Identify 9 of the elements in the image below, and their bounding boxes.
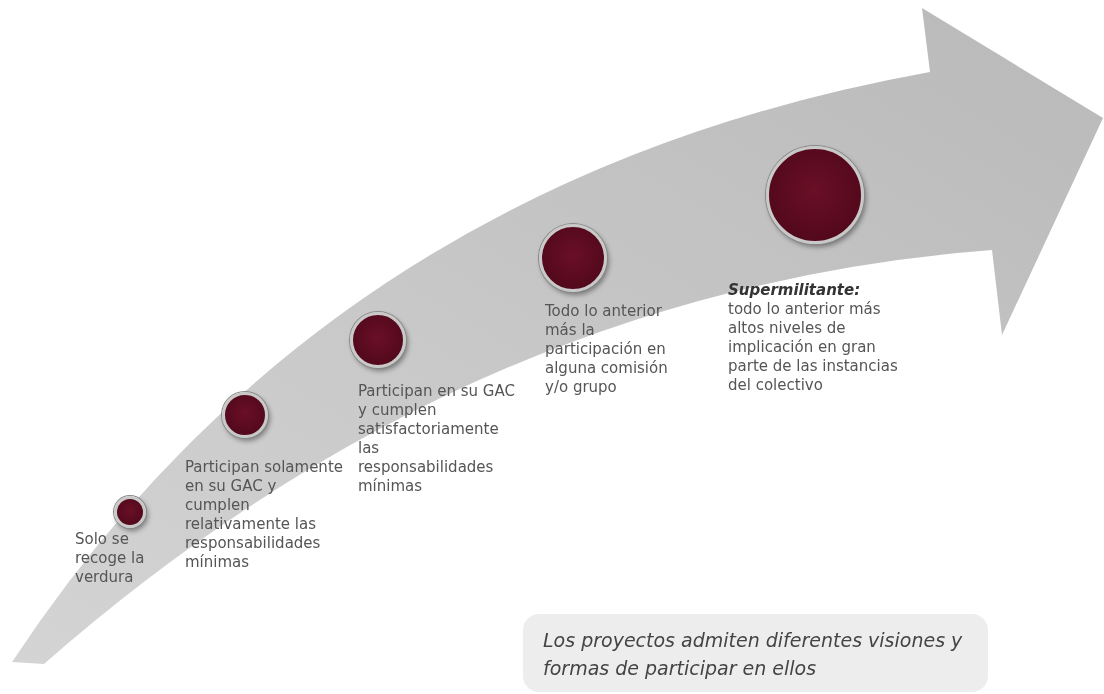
note-text: Los proyectos admiten diferentes visiones y formas de participar en ellos [543, 628, 964, 681]
stage-description: Solo se recoge la verdura [75, 530, 146, 587]
stage-description: Todo lo anterior más la participación en alguna comisión y/o grupo [545, 302, 669, 397]
stage-description: todo lo anterior más altos niveles de implicación en gran parte de las instancias del colectivo [728, 300, 899, 395]
stage-circle [114, 496, 146, 528]
stage-description: Participan solamente en su GAC y cumplen relativamente las responsabilidades mínimas [185, 458, 344, 572]
stage-heading: Supermilitante: [728, 281, 862, 300]
stage-circle [222, 392, 268, 438]
stage-description: Participan en su GAC y cumplen satisfactoriamente las responsabilidades mínimas [358, 382, 516, 496]
